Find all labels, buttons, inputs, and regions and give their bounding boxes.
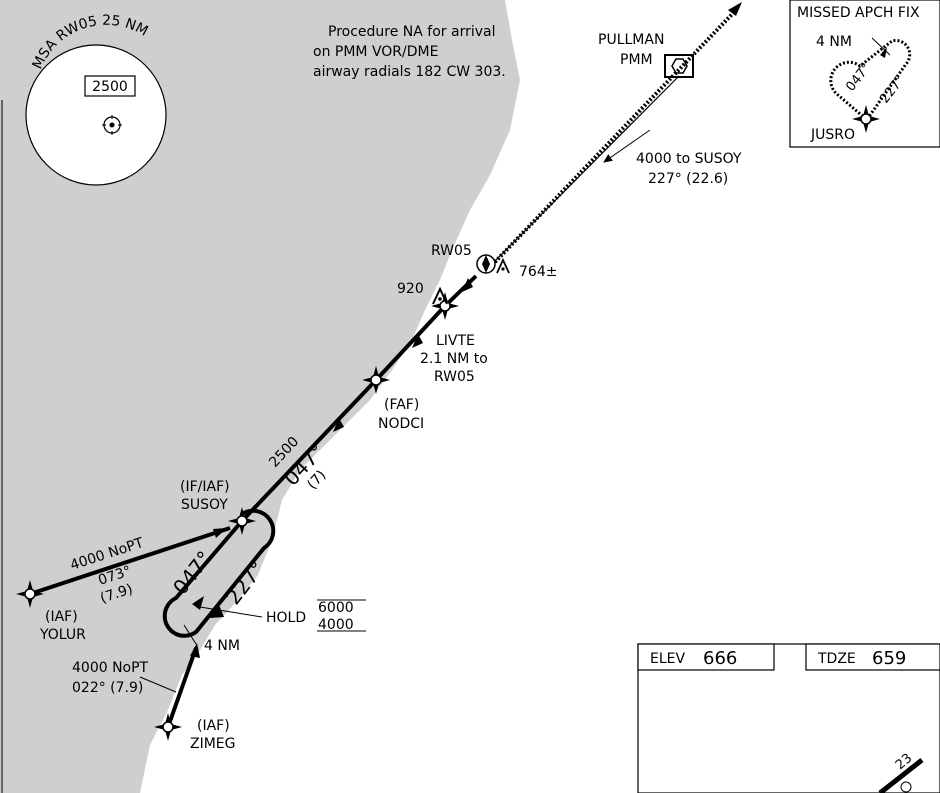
svg-text:airway radials 182 CW 303.: airway radials 182 CW 303. [313, 64, 506, 80]
hold-leg-length: 4 NM [204, 638, 240, 654]
inset-leg-length: 4 NM [816, 34, 852, 50]
nodci-role: (FAF) [384, 397, 419, 413]
zimeg-name: ZIMEG [190, 736, 236, 752]
feeder-pmm-label-1: 4000 to SUSOY [636, 151, 742, 167]
runway [878, 758, 924, 793]
hold-alt-max: 6000 [318, 600, 354, 616]
airport-info-box: ELEV 666 TDZE 659 23 [637, 643, 940, 793]
navaid-name: PULLMAN [598, 32, 664, 48]
missed-approach-track [493, 6, 740, 264]
zimeg-feeder-course: 022° (7.9) [72, 680, 143, 696]
susoy-name: SUSOY [181, 497, 228, 513]
zimeg-feeder-alt: 4000 NoPT [72, 660, 149, 676]
holding-pattern [162, 508, 276, 638]
inset-fix-name: JUSRO [810, 127, 855, 143]
terrain-area [0, 0, 520, 793]
tdze-label: TDZE [817, 651, 856, 667]
msa-center-vor-icon [102, 115, 122, 135]
rw05-waypoint-icon [476, 254, 496, 274]
zimeg-role: (IAF) [197, 718, 230, 734]
feeder-pmm-track [493, 75, 680, 263]
nodci-name: NODCI [378, 416, 424, 432]
livte-name: LIVTE [436, 333, 475, 349]
hold-alt-min: 4000 [318, 617, 354, 633]
msa-altitude: 2500 [92, 79, 128, 95]
obstacle-icon-2 [496, 257, 510, 274]
rw05-label: RW05 [431, 243, 472, 259]
elev-value: 666 [703, 648, 737, 669]
obstacle-icon [432, 286, 448, 305]
svg-text:Procedure NA for arrival: Procedure NA for arrival [328, 24, 495, 40]
yolur-role: (IAF) [45, 609, 78, 625]
navaid-ident: PMM [620, 52, 653, 68]
inset-title: MISSED APCH FIX [797, 5, 920, 21]
final-approach-course [240, 274, 478, 523]
livte-note-1: 2.1 NM to [420, 351, 488, 367]
missed-apch-inset: MISSED APCH FIX 4 NM 047° 227° JUSRO [789, 0, 940, 148]
livte-note-2: RW05 [434, 369, 475, 385]
zimeg-feeder-track [166, 647, 198, 728]
susoy-role: (IF/IAF) [180, 479, 230, 495]
yolur-name: YOLUR [39, 627, 86, 643]
yolur-feeder-track [29, 526, 231, 596]
procedure-note: Procedure NA for arrival on PMM VOR/DME … [313, 24, 506, 80]
tdze-value: 659 [872, 648, 906, 669]
feeder-pmm-label-2: 227° (22.6) [648, 171, 728, 187]
obstacle-height-2: 764± [519, 264, 557, 280]
hold-label: HOLD [266, 610, 306, 626]
elev-label: ELEV [650, 651, 685, 667]
svg-text:on PMM VOR/DME: on PMM VOR/DME [313, 44, 438, 60]
obstacle-height-1: 920 [397, 281, 424, 297]
